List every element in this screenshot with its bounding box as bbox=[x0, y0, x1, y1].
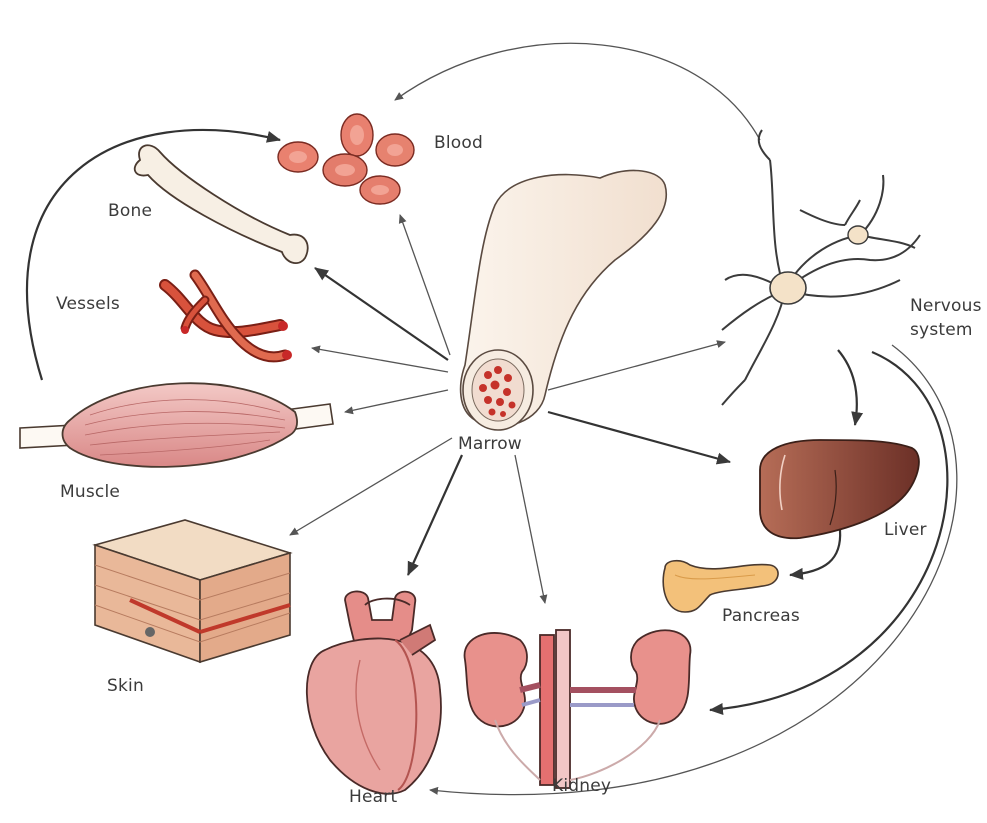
arrow-to-nervous bbox=[548, 342, 725, 390]
label-pancreas: Pancreas bbox=[722, 606, 800, 626]
label-liver: Liver bbox=[884, 520, 927, 540]
arrow-to-kidney bbox=[515, 455, 545, 603]
skin-icon bbox=[95, 520, 290, 662]
arrow-to-skin bbox=[290, 438, 452, 535]
neuron-cell-body bbox=[770, 272, 806, 304]
arrow-to-blood bbox=[400, 215, 450, 355]
pancreas-icon bbox=[663, 561, 778, 612]
label-nervous-line1: Nervous bbox=[910, 294, 982, 318]
label-blood: Blood bbox=[434, 133, 483, 153]
neuron-cell-body-2 bbox=[848, 226, 868, 244]
arrow-to-muscle bbox=[345, 390, 448, 412]
heart-icon bbox=[307, 591, 441, 793]
blood-cells-icon bbox=[278, 114, 414, 204]
label-nervous-system: Nervous system bbox=[910, 294, 982, 342]
label-muscle: Muscle bbox=[60, 482, 120, 502]
arrow-to-vessels bbox=[312, 348, 448, 372]
nervous-to-blood-arrow bbox=[395, 43, 760, 140]
neuron-icon bbox=[722, 130, 920, 405]
arrow-to-liver bbox=[548, 412, 730, 462]
label-vessels: Vessels bbox=[56, 294, 120, 314]
kidney-icon bbox=[465, 630, 691, 788]
muscle-icon bbox=[20, 383, 333, 467]
label-heart: Heart bbox=[349, 787, 397, 807]
arrow-to-bone bbox=[315, 268, 448, 360]
nervous-to-liver-arrow bbox=[838, 350, 857, 425]
label-nervous-line2: system bbox=[910, 318, 982, 342]
label-bone: Bone bbox=[108, 201, 152, 221]
label-marrow: Marrow bbox=[458, 434, 522, 454]
arrow-to-heart bbox=[408, 455, 462, 575]
label-skin: Skin bbox=[107, 676, 144, 696]
label-kidney: Kidney bbox=[552, 776, 611, 796]
vessels-icon bbox=[165, 275, 292, 360]
marrow-bone bbox=[461, 171, 667, 430]
